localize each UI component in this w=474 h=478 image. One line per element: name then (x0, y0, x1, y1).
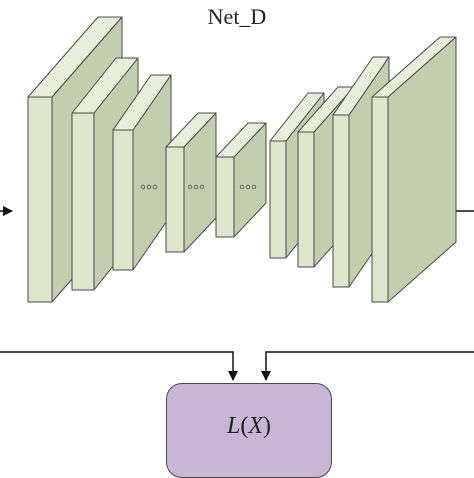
layer-blocks (27, 16, 457, 303)
ellipsis-dot (187, 184, 193, 190)
layer-block-4 (165, 112, 217, 253)
ellipsis-dot (140, 184, 146, 190)
ellipsis-dot (146, 184, 152, 190)
network-title: Net_D (207, 4, 267, 29)
right-feedback-line (261, 351, 474, 381)
loss-close-paren: ) (263, 413, 272, 439)
ellipsis-dot (245, 184, 251, 190)
layer-block-9 (371, 36, 457, 303)
ellipsis-dot (152, 184, 158, 190)
ellipsis-dot (239, 184, 245, 190)
loss-variable: X (248, 413, 264, 439)
layer-block-5 (215, 122, 267, 238)
loss-label: L(X) (166, 413, 332, 440)
loss-open-paren: ( (240, 413, 249, 439)
ellipsis-dot (199, 184, 205, 190)
loss-symbol: L (226, 413, 241, 439)
ellipsis-icon (140, 184, 257, 190)
ellipsis-dot (251, 184, 257, 190)
ellipsis-dot (193, 184, 199, 190)
left-feedback-line (0, 351, 238, 381)
